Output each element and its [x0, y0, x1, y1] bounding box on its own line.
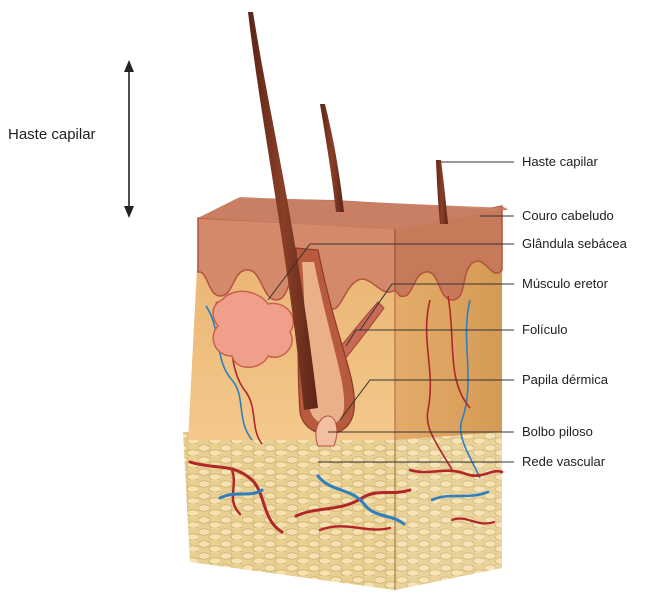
- hypodermis-side: [395, 420, 502, 590]
- label-hair-bulb: Bolbo piloso: [522, 424, 593, 440]
- label-follicle: Folículo: [522, 322, 568, 338]
- label-sebaceous-gland: Glândula sebácea: [522, 236, 627, 252]
- label-vascular-network: Rede vascular: [522, 454, 605, 470]
- label-scalp: Couro cabeludo: [522, 208, 614, 224]
- middle-hair-shaft: [320, 104, 344, 212]
- height-arrow: [124, 60, 134, 218]
- label-erector-muscle: Músculo eretor: [522, 276, 608, 292]
- label-hair-shaft-left: Haste capilar: [8, 127, 96, 143]
- hypodermis-front: [183, 432, 395, 590]
- label-dermal-papilla: Papila dérmica: [522, 372, 608, 388]
- label-hair-shaft-right: Haste capilar: [522, 154, 598, 170]
